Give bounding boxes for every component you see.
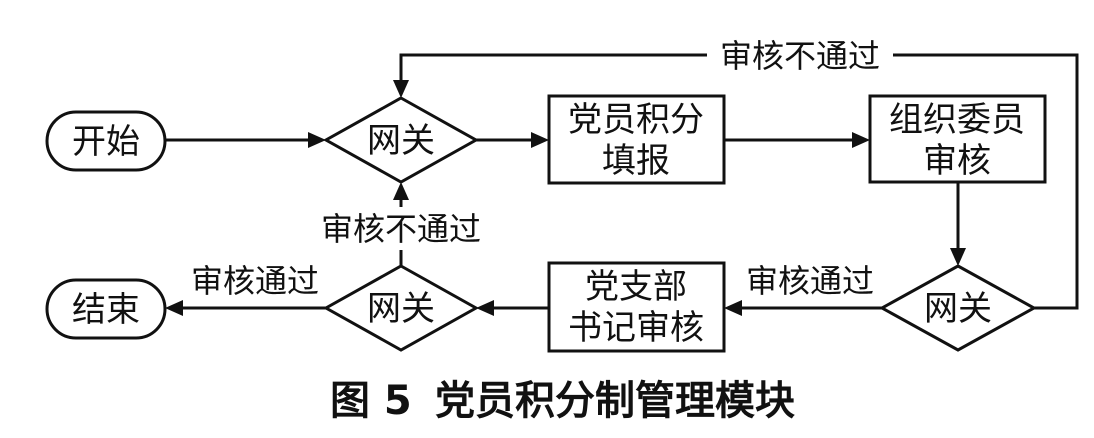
secretary-review-label-line2: 书记审核 (568, 308, 704, 348)
arrowhead (393, 182, 409, 200)
end-terminal (45, 278, 167, 340)
edge-label-fail-middle: 审核不通过 (321, 210, 481, 248)
arrowhead (476, 300, 494, 316)
end-label: 结束 (72, 290, 140, 330)
gateway-right-label: 网关 (924, 289, 992, 329)
figure-title: 党员积分制管理模块 (435, 378, 795, 424)
edge-label-pass-right: 审核通过 (746, 262, 874, 300)
org-review-label-line2: 审核 (923, 141, 991, 181)
secretary-review-box (547, 261, 726, 353)
start-terminal (45, 110, 167, 172)
gateway-top-diamond (322, 96, 480, 184)
arrowhead (165, 300, 183, 316)
edge-fail-loop-right (893, 53, 1079, 310)
arrowhead (531, 132, 549, 148)
start-label: 开始 (72, 122, 140, 162)
arrowhead (393, 80, 409, 98)
gateway-top-label: 网关 (367, 121, 435, 161)
fill-report-box (547, 94, 726, 185)
arrowhead (950, 248, 966, 266)
gateway-right-diamond (878, 264, 1038, 352)
fill-report-label-line1: 党员积分 (568, 100, 704, 140)
fill-report-label-line2: 填报 (602, 141, 670, 181)
arrowhead (724, 300, 742, 316)
arrowhead (852, 132, 870, 148)
edge-label-fail-top: 审核不通过 (720, 37, 880, 75)
edge-fail-loop-left (399, 53, 707, 86)
arrowhead (308, 132, 326, 148)
edge-label-pass-left: 审核通过 (191, 262, 319, 300)
figure-number: 图 5 (330, 378, 412, 424)
gateway-bottom-label: 网关 (367, 289, 435, 329)
secretary-review-label-line1: 党支部 (585, 267, 687, 307)
org-review-box (868, 94, 1047, 184)
gateway-bottom-diamond (322, 264, 480, 352)
org-review-label-line1: 组织委员 (889, 100, 1025, 140)
